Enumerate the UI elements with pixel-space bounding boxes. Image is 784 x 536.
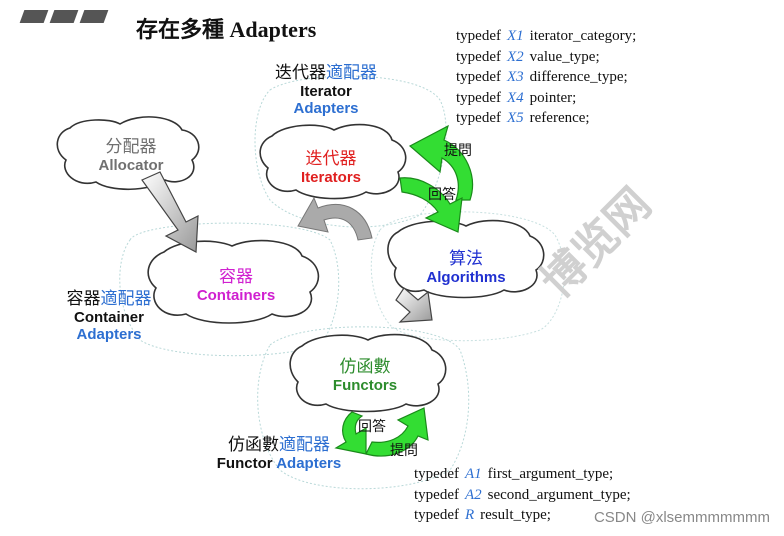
iterator-adapters-label: 迭代器適配器 Iterator Adapters xyxy=(275,63,377,117)
algorithms-cloud xyxy=(387,219,545,299)
allocator-node: 分配器 Allocator xyxy=(98,137,164,174)
functor-adapters-label: 仿函數適配器 Functor Adapters xyxy=(216,435,342,472)
answer-arrow-algorithm xyxy=(399,177,463,233)
functors-node: 仿函數 Functors xyxy=(332,357,398,394)
containers-node: 容器 Containers xyxy=(196,267,276,304)
functors-cloud xyxy=(289,333,447,413)
iterators-node: 迭代器 Iterators xyxy=(300,149,362,186)
iterators-to-containers-arrow xyxy=(297,196,373,241)
ask-label-top: 提問 xyxy=(444,142,472,158)
allocator-to-containers-arrow xyxy=(141,171,199,253)
page-title: 存在多種 Adapters xyxy=(136,17,317,42)
algorithms-node: 算法 Algorithms xyxy=(426,249,506,286)
ask-arrow-functor xyxy=(365,407,429,457)
csdn-watermark: CSDN @xlsemmmmmmm xyxy=(593,509,770,526)
container-adapters-label: 容器適配器 Container Adapters xyxy=(66,289,152,343)
answer-label-top: 回答 xyxy=(428,186,456,202)
answer-label-bottom: 回答 xyxy=(358,418,386,434)
ask-label-bottom: 提問 xyxy=(390,442,418,458)
algorithms-to-functors-arrow xyxy=(395,287,433,323)
allocator-cloud xyxy=(56,116,200,191)
ask-arrow-iterator xyxy=(408,124,474,201)
answer-arrow-functor xyxy=(334,411,367,455)
iterators-cloud xyxy=(259,123,407,200)
containers-cloud xyxy=(147,239,320,324)
functor-adapter-outline xyxy=(257,326,470,490)
diagonal-watermark: 博览网 xyxy=(532,179,660,307)
